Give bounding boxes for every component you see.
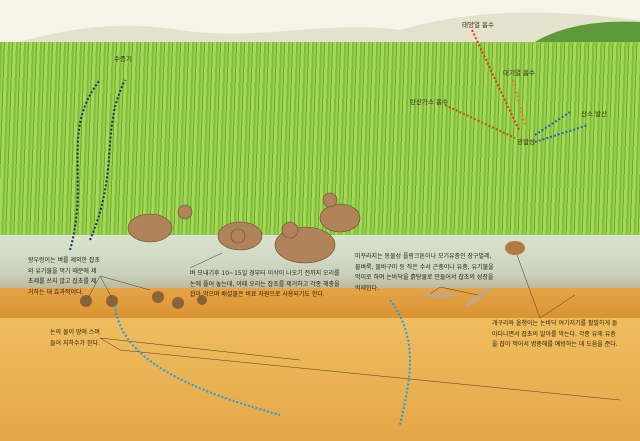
groundwater-note: 논의 물이 땅에 스며들어 지하수가 된다.	[50, 329, 100, 347]
snail	[152, 291, 164, 303]
snail-note: 왕우렁이는 벼를 제외한 잡초와 유기물을 먹기 때문에 제초제를 쓰지 않고 …	[28, 257, 100, 296]
oxygen-release-label: 산소 발산	[581, 110, 607, 118]
duck	[319, 203, 361, 233]
duck-note: 벼 모내기후 10~15일 경부터 이삭이 나오기 전까지 오리를 논에 풀어 …	[190, 270, 340, 298]
photosynthesis-label: 광합성	[517, 138, 535, 146]
solar-absorption-label: 태양열 흡수	[462, 21, 494, 29]
duck	[127, 213, 173, 243]
frog-note: 개구리와 올챙이는 논바닥 여기저기를 활발하게 돌아다니면서 잡초의 발아를 …	[492, 320, 618, 348]
snail	[172, 297, 184, 309]
frog	[505, 241, 525, 255]
loach-note: 미꾸라지는 동물성 플랑크톤이나 모기유충인 장구벌레, 물벼룩, 물바구미 등…	[355, 253, 494, 292]
snail	[80, 295, 92, 307]
snail	[197, 295, 207, 305]
co2-absorption-label: 탄산가스 흡수	[410, 98, 448, 106]
vapor-label: 수증기	[114, 55, 132, 63]
loach	[464, 287, 492, 307]
atmospheric-heat-label: 대기열 흡수	[503, 69, 535, 77]
snail	[106, 295, 118, 307]
